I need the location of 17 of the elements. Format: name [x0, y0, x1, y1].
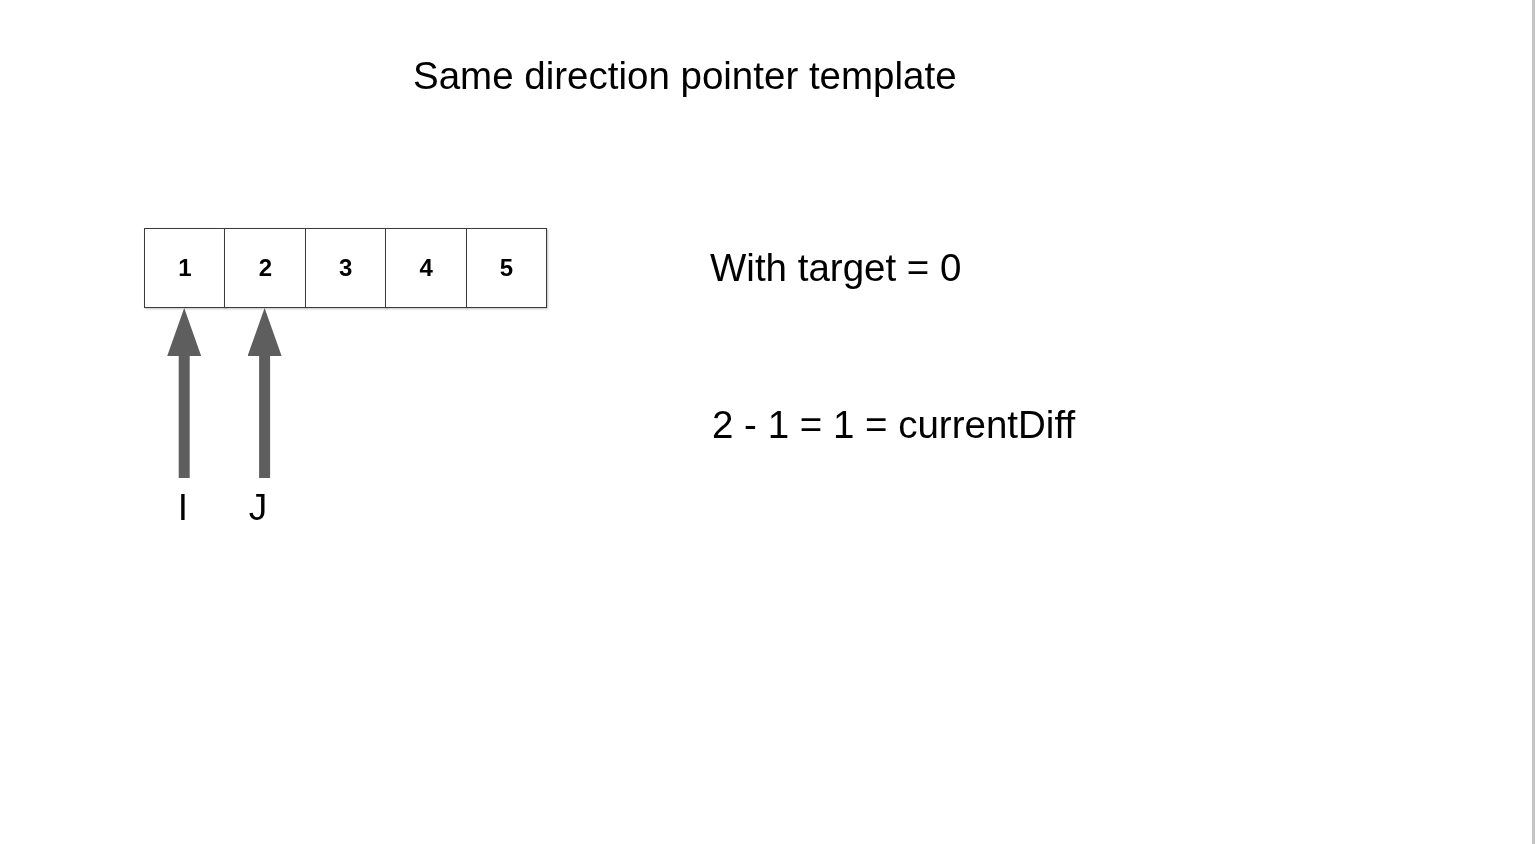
pointer-label: J — [248, 489, 268, 526]
array-value: 3 — [339, 256, 353, 280]
array-value: 5 — [499, 256, 514, 280]
formula-text: 2 - 1 = 1 = currentDiff — [712, 406, 1076, 445]
array-cell — [304, 228, 387, 308]
pointer-label: I — [177, 489, 189, 526]
arrow — [247, 308, 282, 478]
diagram-title: Same direction pointer template — [413, 57, 957, 96]
array-value: 2 — [258, 256, 272, 280]
array-cell — [224, 228, 307, 308]
array-cell — [385, 228, 468, 308]
formula-text: With target = 0 — [710, 249, 962, 288]
arrow — [167, 308, 202, 478]
array-value: 4 — [419, 256, 433, 280]
array-cell — [144, 228, 226, 308]
array-value: 1 — [178, 256, 192, 280]
array-cell — [465, 228, 548, 308]
